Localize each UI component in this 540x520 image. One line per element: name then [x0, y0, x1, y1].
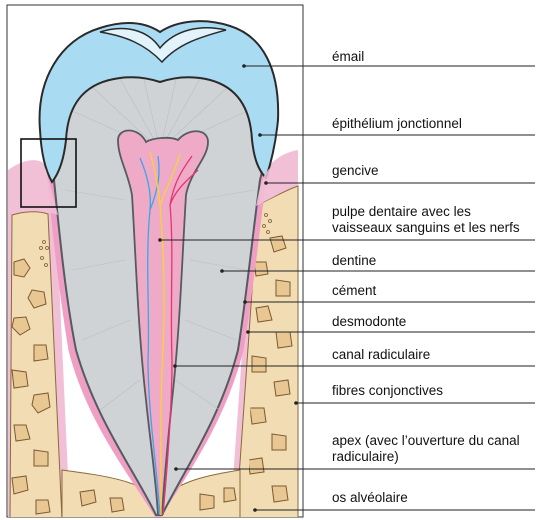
label-pulpe-line2: vaisseaux sanguins et les nerfs [332, 220, 520, 235]
label-apex-line1: apex (avec l’ouverture du canal [332, 433, 520, 448]
label-pulpe-line1: pulpe dentaire avec les [332, 204, 471, 219]
label-canal: canal radiculaire [332, 347, 430, 362]
label-desmodonte: desmodonte [332, 314, 406, 329]
label-email: émail [332, 49, 364, 64]
label-apex-line2: radiculaire) [332, 449, 399, 464]
label-fibres: fibres conjonctives [332, 383, 443, 398]
label-epithelium: épithélium jonctionnel [332, 116, 462, 131]
label-dentine: dentine [332, 253, 376, 268]
label-os: os alvéolaire [332, 490, 408, 505]
label-gencive: gencive [332, 163, 379, 178]
label-cement: cément [332, 283, 377, 298]
